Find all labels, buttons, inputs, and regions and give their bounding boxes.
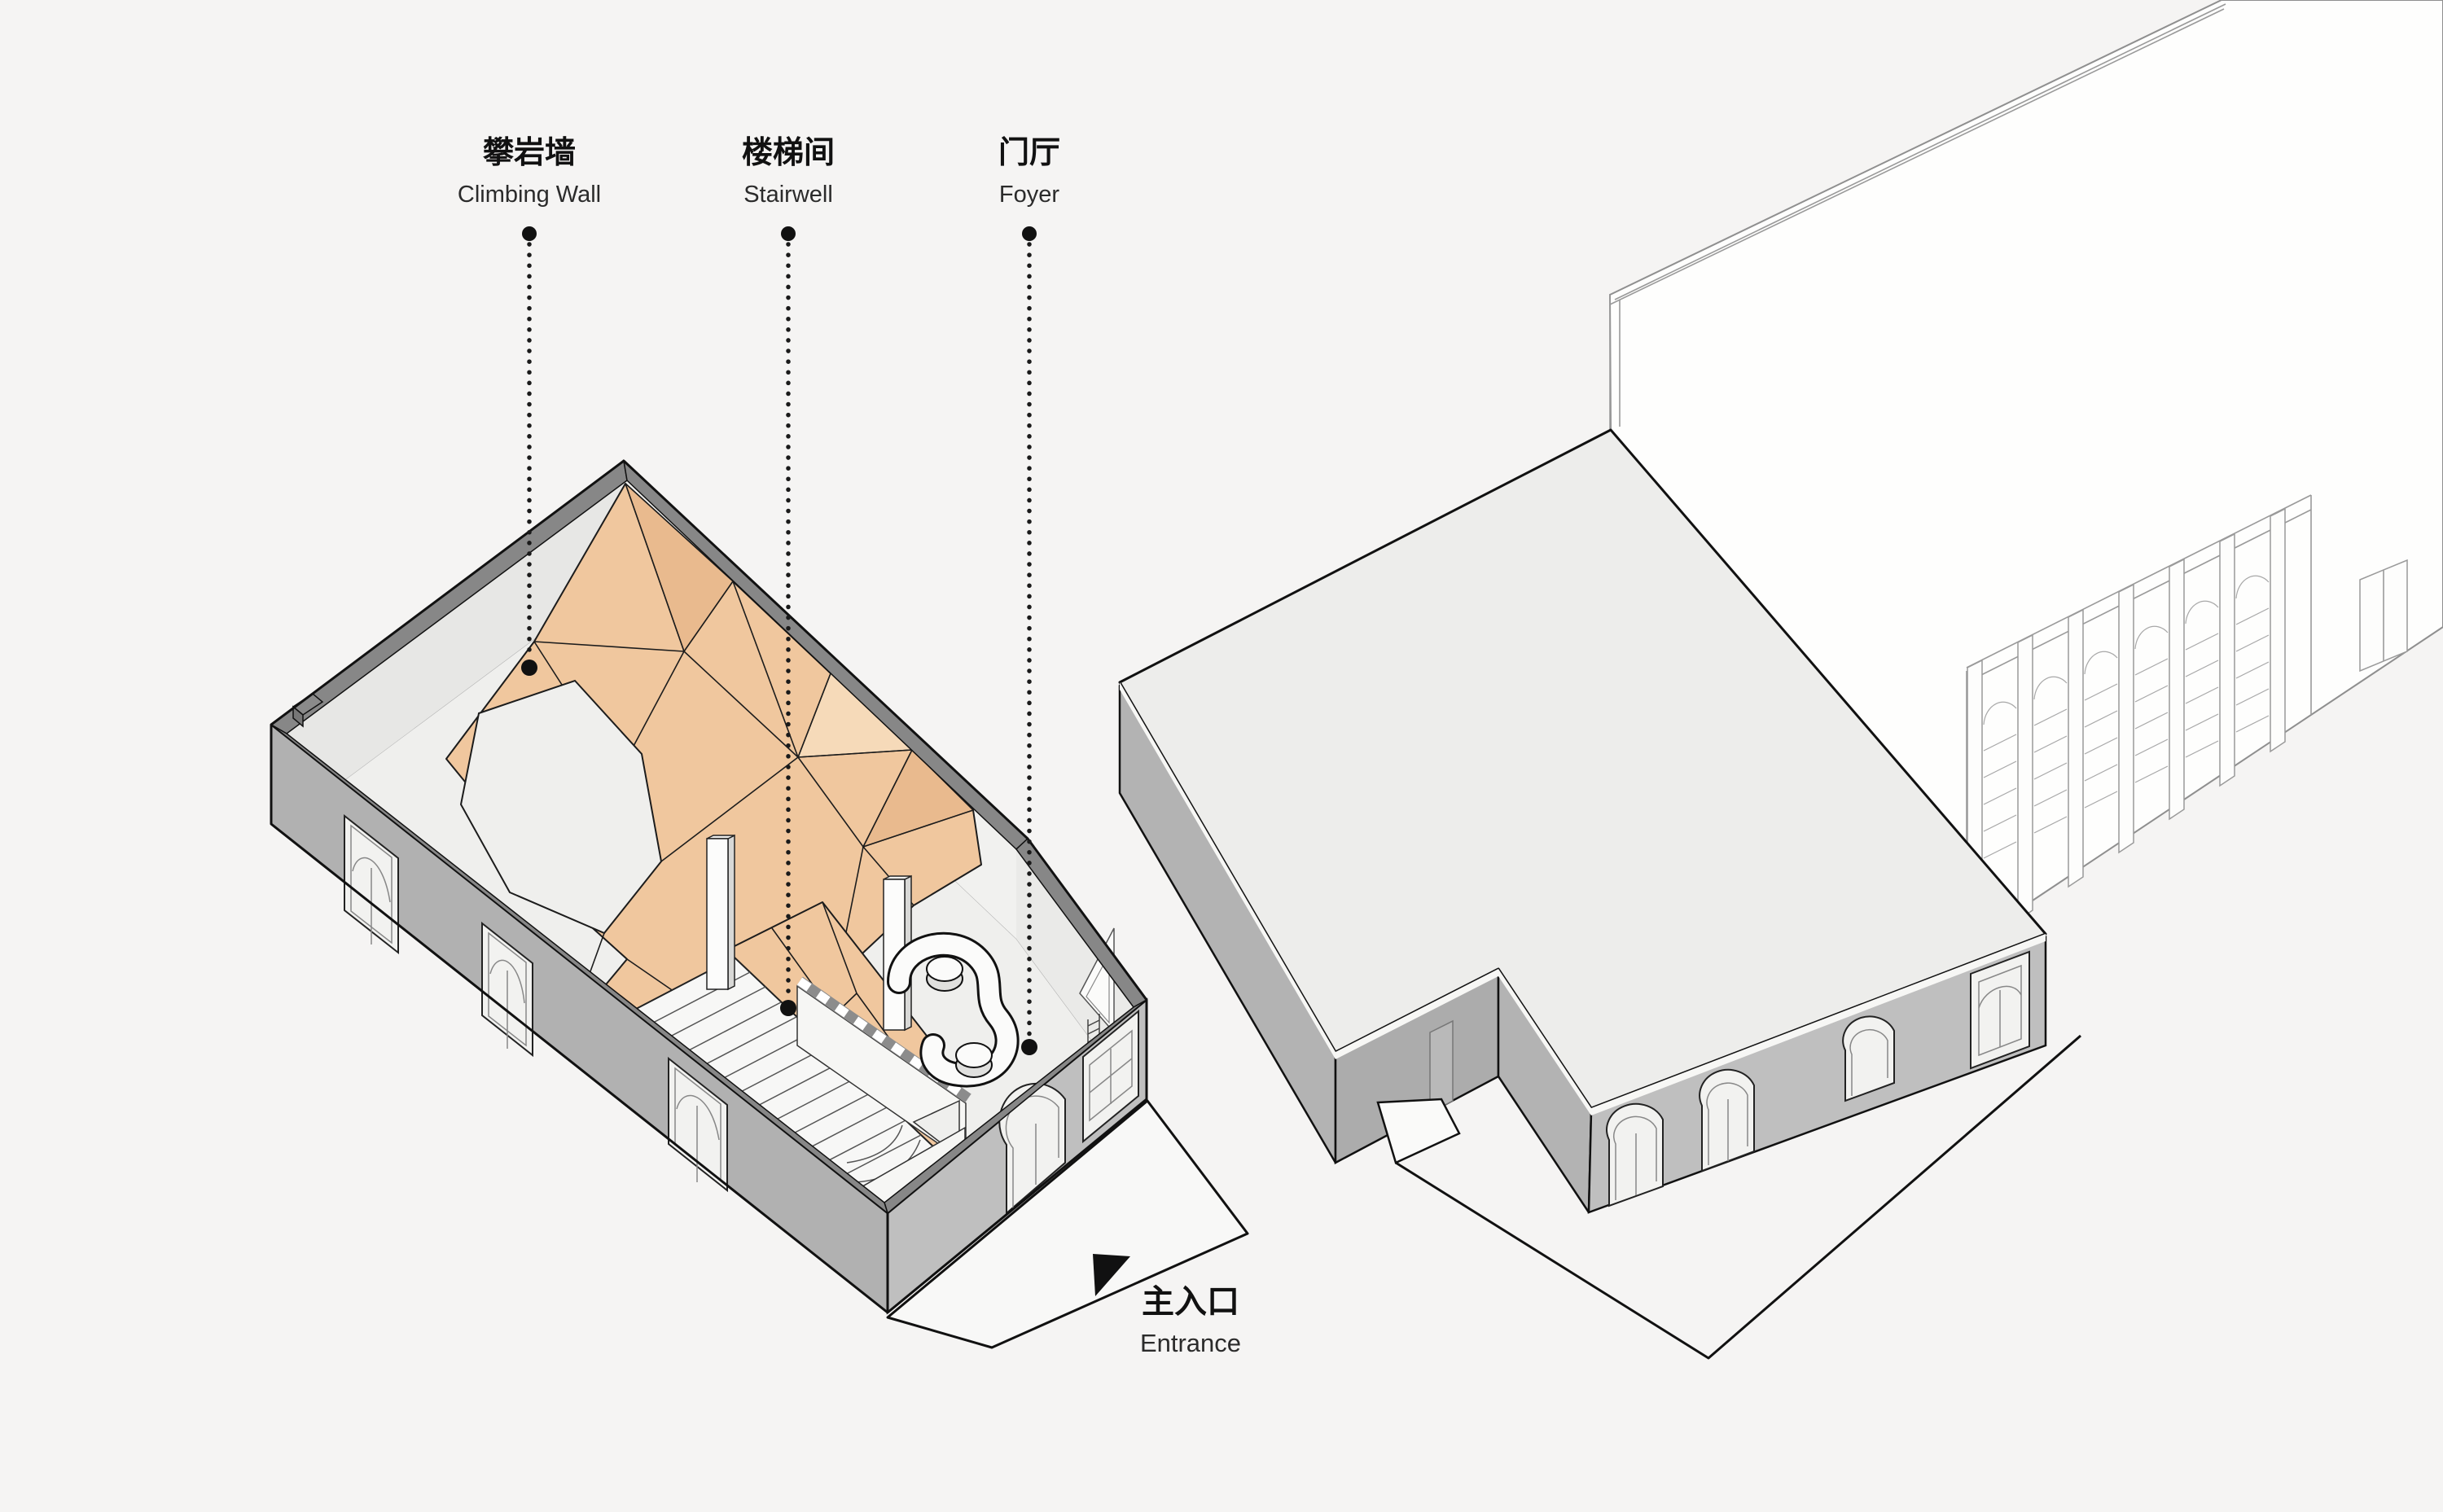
parapet-line	[1614, 3, 2226, 300]
entrance-arrow-icon	[1093, 1254, 1130, 1296]
roof-slab-edge	[1591, 934, 2046, 1115]
leader-dot-icon	[781, 226, 796, 241]
callout-climbing-wall-zh: 攀岩墙	[483, 136, 576, 170]
entrance-en: Entrance	[1140, 1329, 1241, 1357]
facade-louver-panels	[1983, 575, 2270, 859]
parapet-line	[1609, 8, 2225, 305]
callout-stairwell: 楼梯间 Stairwell	[742, 136, 835, 1016]
stool	[926, 956, 963, 982]
interior-column	[706, 834, 735, 991]
arched-door	[1699, 1068, 1755, 1172]
callout-foyer-zh: 门厅	[998, 136, 1060, 170]
right-building-openings	[1606, 950, 2030, 1207]
front-window	[1082, 1009, 1139, 1144]
left-building-outline	[270, 459, 1148, 1314]
right-building-porch	[1376, 1098, 1461, 1164]
callout-stairwell-zh: 楼梯间	[742, 136, 835, 170]
leader-dot-icon	[1021, 1039, 1037, 1055]
entrance-callout: 主入口 Entrance	[1093, 1254, 1241, 1357]
ground-outline	[1395, 1034, 2081, 1360]
arched-window	[1842, 1015, 1895, 1102]
white-building-door	[2359, 559, 2408, 673]
right-building-notch-door	[1429, 1019, 1454, 1115]
callout-foyer: 门厅 Foyer	[998, 136, 1060, 1055]
entrance-terrace	[886, 1099, 1249, 1349]
floor-gap	[459, 679, 663, 935]
roof-slab-edge	[1336, 969, 1498, 1059]
leader-dot-icon	[522, 226, 537, 241]
wall-cut-edges	[270, 458, 1148, 1216]
stool	[955, 1042, 993, 1068]
callout-foyer-en: Foyer	[999, 182, 1059, 208]
callout-climbing-wall: 攀岩墙 Climbing Wall	[458, 136, 601, 676]
reception-desk	[887, 931, 1020, 1088]
right-building	[1118, 428, 2081, 1360]
roof-slab-edge	[1498, 969, 1591, 1115]
callout-stairwell-en: Stairwell	[743, 182, 833, 208]
arched-window	[344, 813, 399, 955]
leader-dot-icon	[1022, 226, 1037, 241]
leader-dot-icon	[521, 660, 537, 676]
entrance-zh: 主入口	[1142, 1284, 1239, 1320]
left-building	[270, 458, 1249, 1349]
arched-door	[1606, 1102, 1664, 1207]
leader-dot-icon	[780, 1000, 796, 1016]
roof-slab-edge	[1120, 682, 1336, 1059]
callout-climbing-wall-en: Climbing Wall	[458, 182, 601, 208]
interior-wall-nw	[287, 480, 627, 823]
